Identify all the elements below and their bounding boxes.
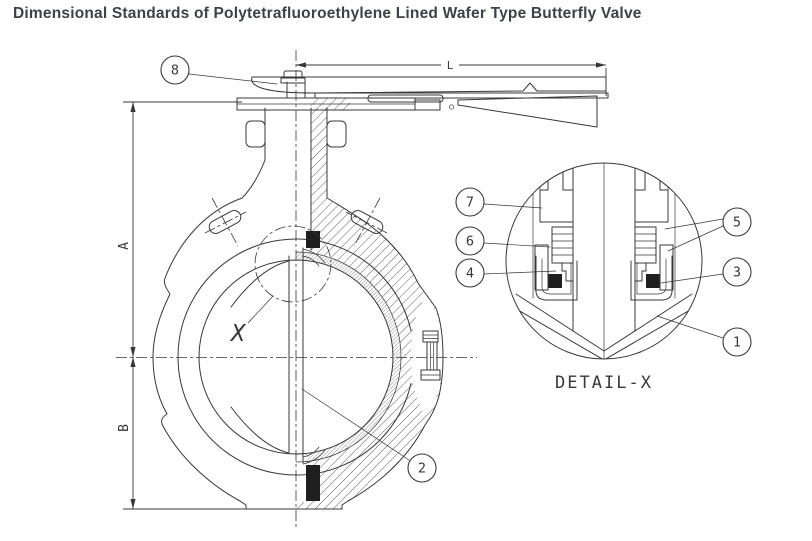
balloon-6: 6 [455, 226, 485, 256]
detail-x-leader [247, 295, 274, 324]
detail-view [505, 162, 703, 360]
ratchet-bar [367, 94, 444, 103]
detail-marker-x: X [229, 321, 247, 347]
balloon-2: 2 [407, 453, 437, 483]
svg-text:7: 7 [466, 195, 474, 211]
svg-text:2: 2 [418, 461, 426, 477]
svg-text:1: 1 [733, 335, 741, 351]
dim-label-b: B [117, 424, 132, 432]
flange-face-circle [177, 238, 412, 476]
dim-label-l: L [447, 59, 454, 72]
detail-neck-wall [539, 163, 574, 223]
seat-curve-bottom-2 [302, 446, 320, 458]
handle-grip-wedge [457, 95, 598, 128]
seat-curve-top-1 [302, 248, 326, 264]
balloon-5: 5 [722, 207, 752, 237]
liner-bolt [420, 330, 441, 381]
stem-seal-bottom [306, 465, 320, 501]
valve-body-outline [152, 107, 444, 510]
balloon-callouts: 8 2 7 6 4 [160, 55, 752, 483]
dimension-b [123, 357, 247, 510]
dimension-a [123, 101, 242, 357]
handle-lever [251, 76, 607, 94]
balloon-7: 7 [455, 187, 485, 217]
balloon-1: 1 [722, 327, 752, 357]
stem-nut [280, 70, 306, 99]
gland-tab-right [326, 120, 347, 148]
detail-liner-sweep-2 [515, 293, 605, 352]
seat-curve-top-2 [302, 255, 320, 267]
disc-hub-bottom [230, 406, 290, 454]
body-section-hatch [296, 108, 443, 509]
svg-text:3: 3 [733, 265, 741, 281]
detail-x-circle [254, 225, 332, 303]
dimension-l [296, 62, 607, 96]
detail-left-assembly [506, 163, 605, 359]
detail-seat-retainer [534, 244, 549, 291]
svg-text:4: 4 [466, 266, 474, 282]
detail-liner-inner [541, 258, 572, 295]
ratchet-pin [448, 104, 455, 110]
seat-curve-bottom-1 [302, 449, 326, 465]
detail-liner-outer [535, 255, 578, 301]
svg-text:5: 5 [733, 215, 741, 231]
svg-text:8: 8 [171, 63, 179, 79]
stem-channel-mask [294, 104, 311, 252]
detail-liner-sweep-1 [506, 302, 605, 359]
drawing-title: Dimensional Standards of Polytetrafluoro… [13, 5, 642, 22]
balloon-8: 8 [160, 55, 190, 85]
liner-edge [295, 251, 402, 463]
svg-text:6: 6 [466, 234, 474, 250]
gland-tab-left [245, 120, 266, 148]
handle-plate [314, 92, 609, 99]
detail-seal-ring [548, 274, 562, 288]
stem-seal-top [306, 231, 320, 248]
main-view [116, 50, 609, 528]
disc-hub-top [230, 260, 290, 308]
balloon-3: 3 [722, 257, 752, 287]
detail-packing-stack [551, 226, 574, 264]
handle-assembly [251, 76, 609, 128]
detail-step-bushing [561, 262, 574, 282]
balloon-4: 4 [455, 258, 485, 288]
dim-label-a: A [117, 242, 132, 250]
detail-caption: DETAIL-X [555, 373, 653, 393]
disc-bottom-mask [288, 455, 307, 502]
